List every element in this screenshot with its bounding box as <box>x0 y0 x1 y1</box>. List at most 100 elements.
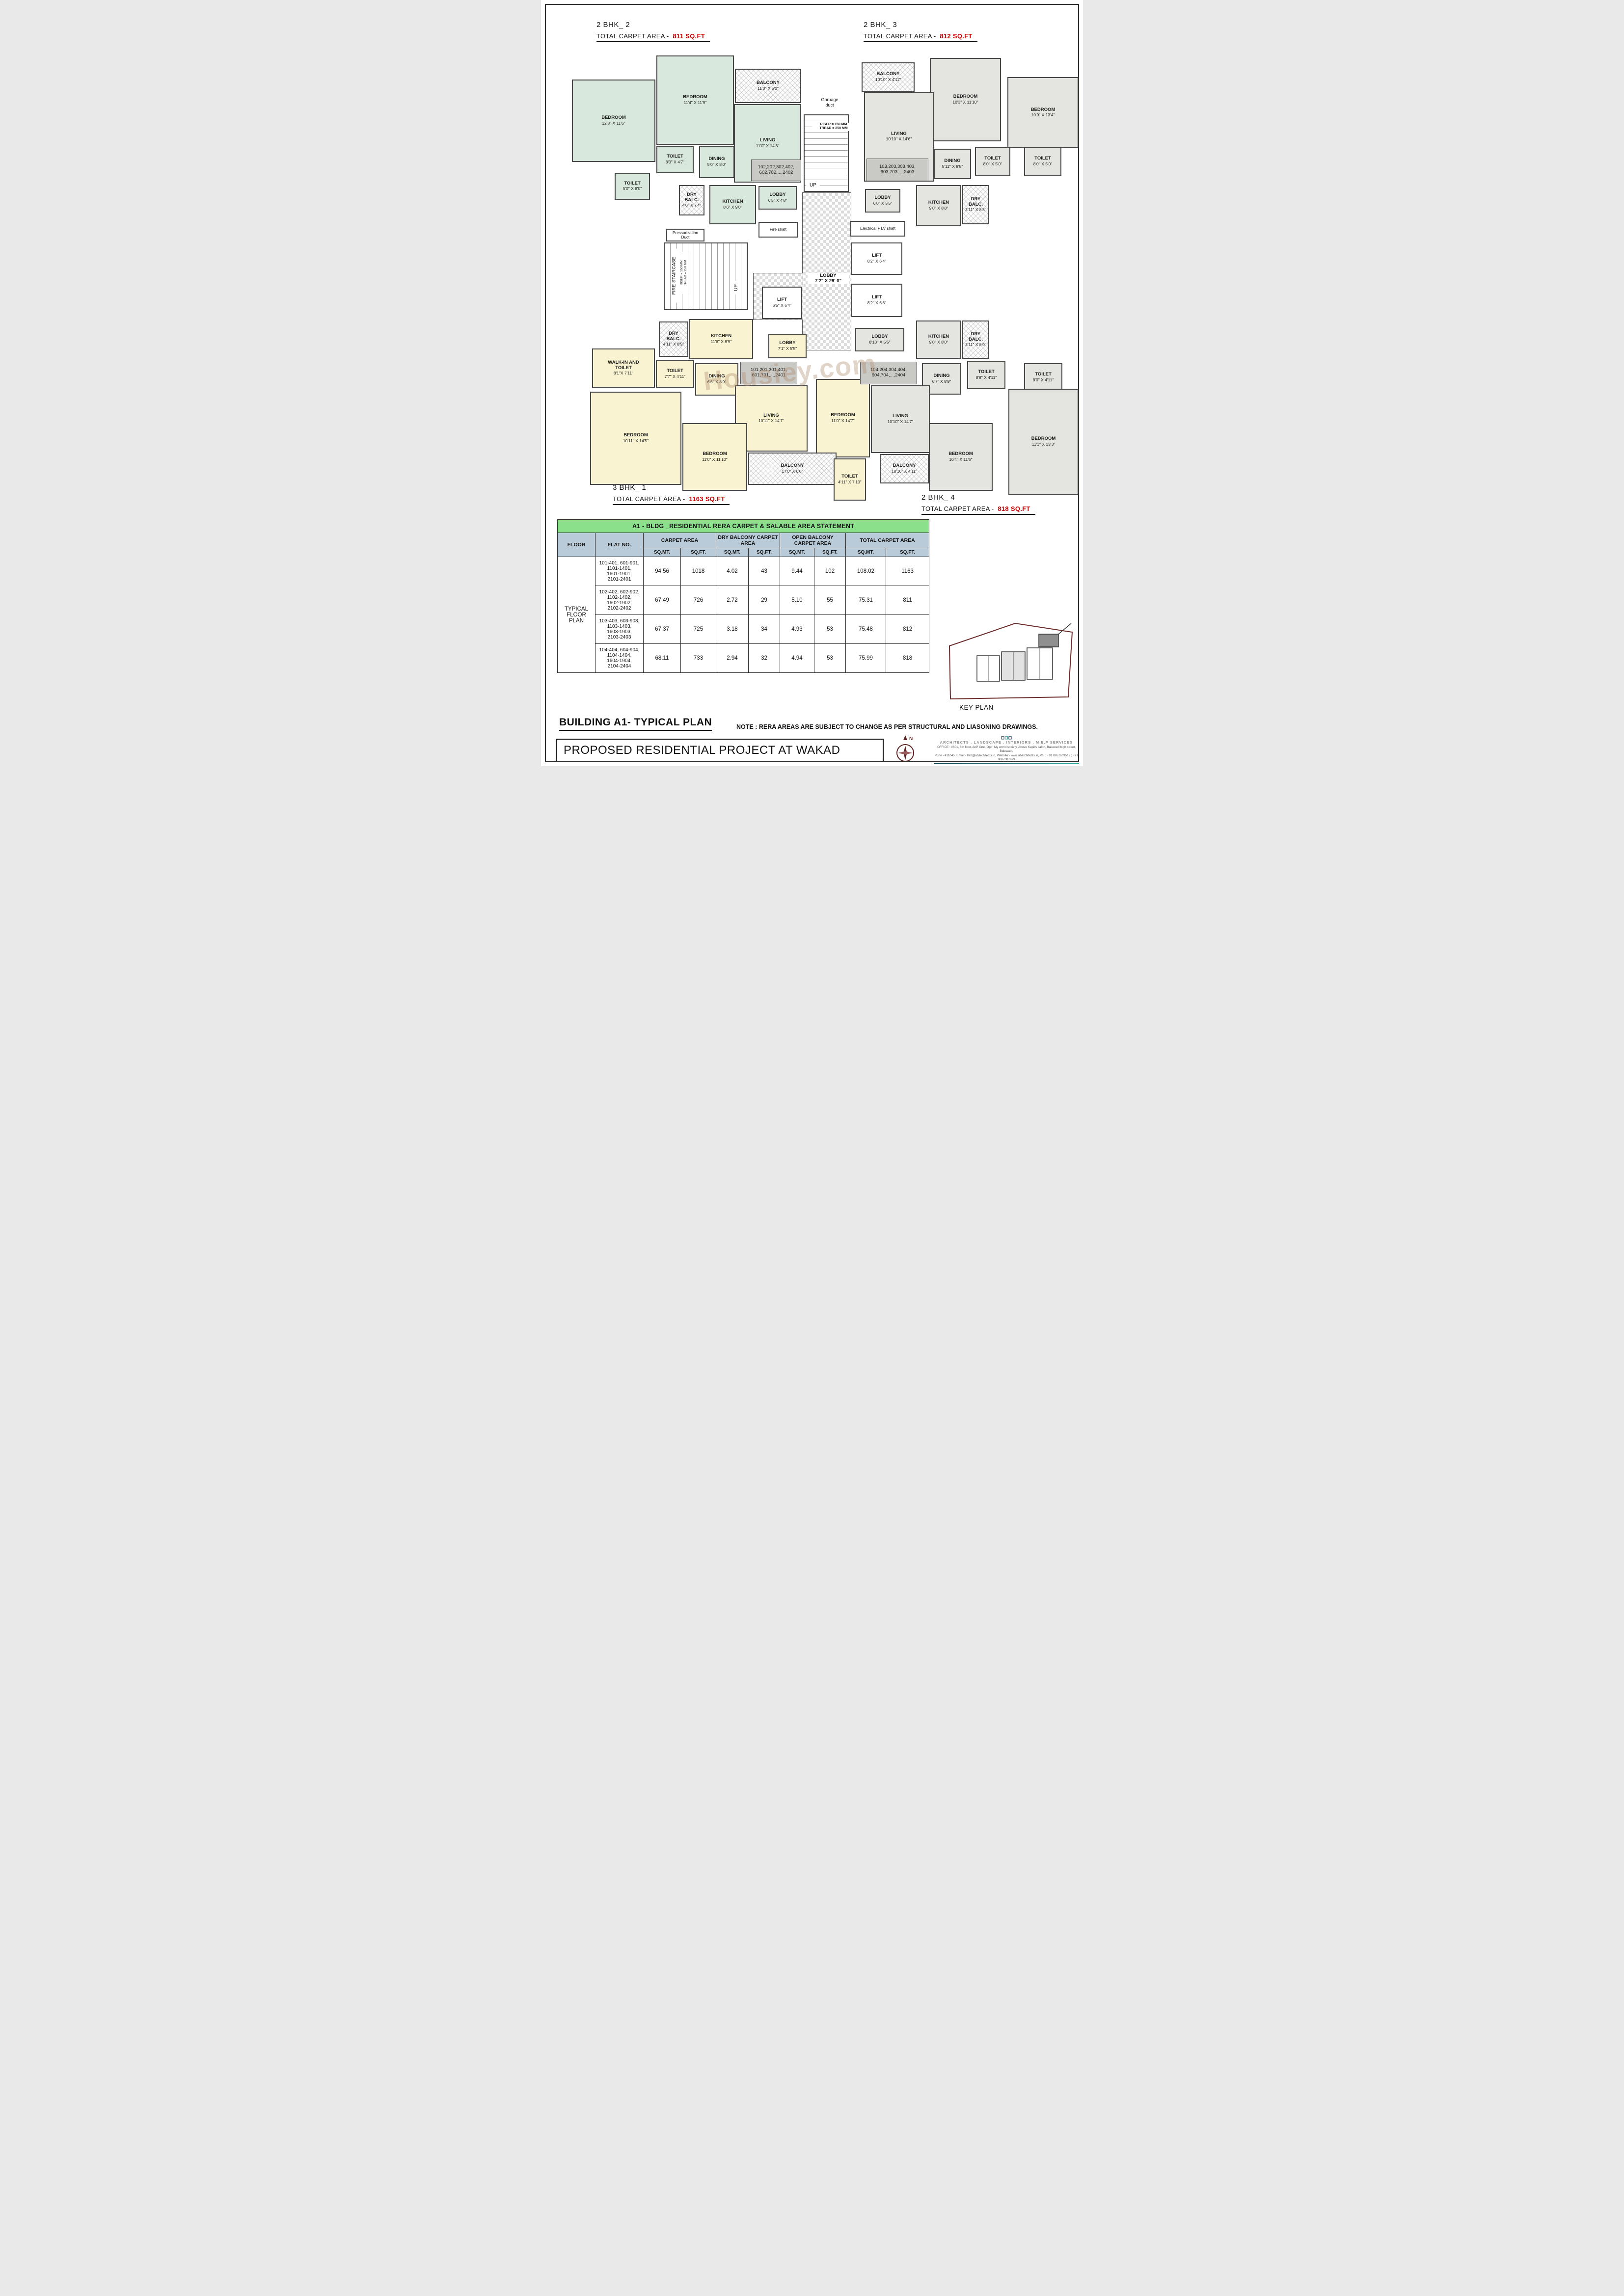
unit-area-label: TOTAL CARPET AREA - <box>921 505 994 512</box>
room-102-202-302-402: 102,202,302,402, 602,702,...,2402 <box>751 160 801 181</box>
unit-name: 2 BHK_ 4 <box>921 493 955 502</box>
unit-name: 3 BHK_ 1 <box>613 483 647 492</box>
logo-glyph <box>1004 736 1008 740</box>
room-dry: DRY BALC.3'11" X 8'8" <box>962 185 989 224</box>
table-row: 104-404, 604-904, 1104-1404, 1604-1904, … <box>558 643 930 673</box>
value-cell: 818 <box>885 643 930 673</box>
value-cell: 733 <box>680 643 716 673</box>
firm-address: OFFICE : #601, 6th floor, AnP One, Opp. … <box>934 746 1079 762</box>
unit-area: TOTAL CARPET AREA - 811 SQ.FT <box>596 32 710 42</box>
value-cell: 34 <box>748 614 780 644</box>
room-104-204-304-404: 104,204,304,404, 604,704,...,2404 <box>860 362 917 384</box>
unit-area-value: 812 SQ.FT <box>940 32 973 40</box>
value-cell: 4.94 <box>780 643 814 673</box>
flat-no-cell: 101-401, 601-901, 1101-1401, 1601-1901, … <box>595 557 644 586</box>
drawing-sheet: 2 BHK_ 2 TOTAL CARPET AREA - 811 SQ.FT 2… <box>541 0 1083 766</box>
col-subheader: SQ.MT. <box>716 548 749 557</box>
col-header-floor: FLOOR <box>557 533 595 557</box>
unit-area-label: TOTAL CARPET AREA - <box>613 495 685 503</box>
unit-label-2bhk-3: 2 BHK_ 3 TOTAL CARPET AREA - 812 SQ.FT <box>864 21 977 42</box>
unit-area-value: 818 SQ.FT <box>998 505 1030 512</box>
unit-area-value: 1163 SQ.FT <box>689 495 725 503</box>
col-subheader: SQ.MT. <box>780 548 814 557</box>
annotation-up: UP <box>806 183 820 188</box>
value-cell: 32 <box>748 643 780 673</box>
unit-name: 2 BHK_ 3 <box>864 21 897 29</box>
annotation-garbage: Garbage duct <box>821 97 839 107</box>
floor-cell: TYPICAL FLOOR PLAN <box>557 557 595 673</box>
value-cell: 102 <box>814 557 846 586</box>
value-cell: 53 <box>814 643 846 673</box>
value-cell: 1163 <box>885 557 930 586</box>
firm-address-line1: OFFICE : #601, 6th floor, AnP One, Opp. … <box>937 745 1076 753</box>
room-dry: DRY BALC.4'11" X 8'9" <box>659 321 688 357</box>
core-lobby-floor <box>802 192 851 350</box>
col-subheader: SQ.MT. <box>643 548 681 557</box>
compass-needle-ew <box>898 751 913 755</box>
value-cell: 4.93 <box>780 614 814 644</box>
value-cell: 812 <box>885 614 930 644</box>
annotation-riser-150-mm: RISER = 150 MM TREAD = 250 MM <box>680 251 688 294</box>
value-cell: 2.72 <box>716 586 749 615</box>
annotation-riser-150-mm: RISER = 150 MM TREAD = 250 MM <box>812 123 855 131</box>
value-cell: 5.10 <box>780 586 814 615</box>
value-cell: 725 <box>680 614 716 644</box>
value-cell: 811 <box>885 586 930 615</box>
unit-label-2bhk-4: 2 BHK_ 4 TOTAL CARPET AREA - 818 SQ.FT <box>921 493 1035 515</box>
value-cell: 43 <box>748 557 780 586</box>
value-cell: 55 <box>814 586 846 615</box>
col-subheader: SQ.FT. <box>885 548 930 557</box>
drawing-title: BUILDING A1- TYPICAL PLAN <box>559 717 712 731</box>
table-row: 102-402, 602-902, 1102-1402, 1602-1902, … <box>558 586 930 615</box>
unit-area: TOTAL CARPET AREA - 812 SQ.FT <box>864 32 977 42</box>
firm-block: ARCHITECTS . LANDSCAPE . INTERIORS . M.E… <box>934 736 1079 764</box>
key-plan-label: KEY PLAN <box>959 704 994 711</box>
annotation-fire-staircase: FIRE STAIRCASE <box>671 248 677 303</box>
col-subheader: SQ.FT. <box>748 548 780 557</box>
room-dry: DRY BALC.3'11" X 8'0" <box>962 320 989 359</box>
table-title-row: A1 - BLDG _RESIDENTIAL RERA CARPET & SAL… <box>557 519 930 533</box>
col-subheader: SQ.FT. <box>814 548 846 557</box>
fire-staircase <box>664 242 748 310</box>
col-header-group-3: TOTAL CARPET AREA <box>845 533 930 548</box>
value-cell: 9.44 <box>780 557 814 586</box>
annotation-up: UP <box>733 281 739 294</box>
logo-glyph <box>1008 736 1012 740</box>
room-electrical-lv-shaft: Electrical + LV shaft <box>850 221 905 237</box>
room-dry: DRY BALC.4'0" X 7'4" <box>679 185 704 215</box>
compass-icon: N <box>896 735 914 762</box>
flat-no-cell: 104-404, 604-904, 1104-1404, 1604-1904, … <box>595 643 644 673</box>
col-header-group-0: CARPET AREA <box>643 533 716 548</box>
value-cell: 53 <box>814 614 846 644</box>
unit-area-label: TOTAL CARPET AREA - <box>864 32 936 40</box>
value-cell: 67.37 <box>643 614 681 644</box>
table-title: A1 - BLDG _RESIDENTIAL RERA CARPET & SAL… <box>557 519 930 533</box>
value-cell: 68.11 <box>643 643 681 673</box>
